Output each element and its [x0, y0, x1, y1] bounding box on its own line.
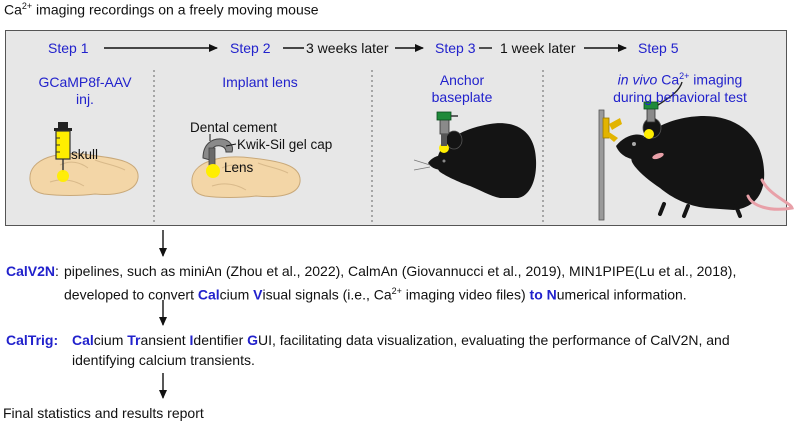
dental-cement-label: Dental cement	[190, 120, 278, 135]
lens-label: Lens	[224, 160, 254, 175]
step3-label: Step 3	[435, 40, 476, 56]
syringe-icon	[54, 122, 72, 172]
miniscope-icon	[643, 81, 683, 139]
step5-desc-line1: in vivo Ca2+ imaging	[617, 71, 743, 88]
lens-rod	[208, 147, 216, 167]
gap-3-weeks-label: 3 weeks later	[306, 40, 389, 56]
caltrig-tag: CalTrig:	[6, 332, 59, 348]
calv2n-description: pipelines, such as miniAn (Zhou et al., …	[64, 261, 794, 305]
step3-desc-line2: baseplate	[431, 89, 493, 105]
kwik-sil-label: Kwik-Sil gel cap	[237, 137, 333, 152]
step1-desc: GCaMP8f-AAV inj.	[30, 74, 140, 108]
step5-label: Step 5	[638, 40, 679, 56]
step3-desc-line1: Anchor	[439, 72, 485, 88]
step3-desc: Anchor baseplate	[422, 72, 502, 106]
figure-title: Ca2+ imaging recordings on a freely movi…	[4, 1, 319, 18]
mouse-step5	[616, 116, 794, 218]
step1-desc-line1: GCaMP8f-AAV	[38, 74, 132, 90]
step2-label: Step 2	[230, 40, 271, 56]
injection-site	[57, 170, 69, 182]
brain-step2	[191, 156, 301, 198]
brain-step1	[29, 153, 139, 196]
caltrig-description: Calcium Transient Identifier GUI, facili…	[72, 330, 792, 370]
calv2n-tag: CalV2N:	[6, 263, 59, 279]
pointer-kwik	[225, 143, 237, 147]
baseplate-icon	[436, 111, 458, 153]
caltrig-line2: identifying calcium transients.	[72, 352, 255, 368]
gap-1-week-label: 1 week later	[500, 40, 576, 56]
step5-desc: in vivo Ca2+ imaging during behavioral t…	[580, 68, 780, 106]
lever-apparatus	[598, 109, 622, 221]
step5-desc-line2: during behavioral test	[613, 88, 747, 105]
calv2n-line1: pipelines, such as miniAn (Zhou et al., …	[64, 263, 737, 279]
step1-desc-line2: inj.	[76, 91, 94, 107]
skull-label: skull	[71, 147, 99, 162]
step2-desc: Implant lens	[222, 74, 298, 90]
step1-label: Step 1	[48, 40, 89, 56]
mouse-step3	[413, 123, 537, 198]
caltrig-line1: Calcium Transient Identifier GUI, facili…	[72, 332, 730, 348]
calv2n-line2: developed to convert Calcium Visual sign…	[64, 286, 687, 303]
final-report-label: Final statistics and results report	[3, 405, 204, 421]
lens-icon	[206, 164, 220, 178]
